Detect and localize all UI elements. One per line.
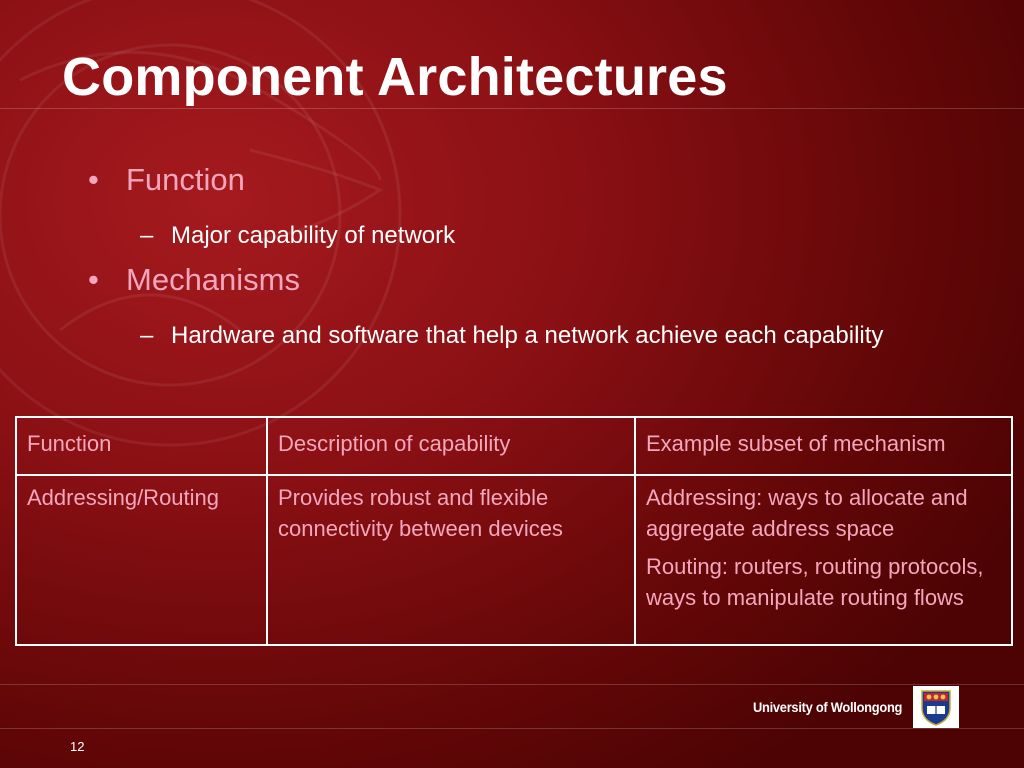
bullet-mechanisms: • Mechanisms (88, 262, 300, 298)
sub-bullet-text: Hardware and software that help a networ… (171, 322, 884, 349)
cell-function: Addressing/Routing (15, 474, 268, 646)
university-logo: University of Wollongong (753, 686, 959, 728)
top-rule (0, 108, 1024, 109)
slide-title: Component Architectures (62, 47, 728, 107)
cell-mechanism: Addressing: ways to allocate and aggrega… (634, 474, 1013, 646)
bullet-function: • Function (88, 162, 245, 198)
header-function: Function (15, 416, 268, 476)
university-crest-icon (913, 686, 959, 728)
university-name: University of Wollongong (753, 699, 903, 715)
sub-bullet-glyph: – (140, 222, 154, 249)
sub-bullet-mechanisms: – Hardware and software that help a netw… (140, 319, 930, 353)
table-row: Addressing/Routing Provides robust and f… (15, 474, 1013, 646)
header-mechanism: Example subset of mechanism (634, 416, 1013, 476)
bullet-label: Mechanisms (126, 262, 300, 297)
table-header-row: Function Description of capability Examp… (15, 416, 1013, 476)
component-table: Function Description of capability Examp… (15, 416, 1013, 646)
bullet-glyph: • (88, 262, 99, 297)
sub-bullet-text: Major capability of network (171, 222, 456, 249)
bullet-label: Function (126, 162, 245, 197)
sub-bullet-glyph: – (140, 322, 154, 349)
footer-rule-bottom (0, 728, 1024, 729)
header-description: Description of capability (266, 416, 636, 476)
cell-description: Provides robust and flexible connectivit… (266, 474, 636, 646)
sub-bullet-function: – Major capability of network (140, 219, 930, 253)
mechanism-addressing: Addressing: ways to allocate and aggrega… (646, 485, 968, 541)
bullet-glyph: • (88, 162, 99, 197)
page-number: 12 (70, 739, 85, 754)
mechanism-routing: Routing: routers, routing protocols, way… (646, 554, 984, 610)
footer-rule-top (0, 684, 1024, 685)
